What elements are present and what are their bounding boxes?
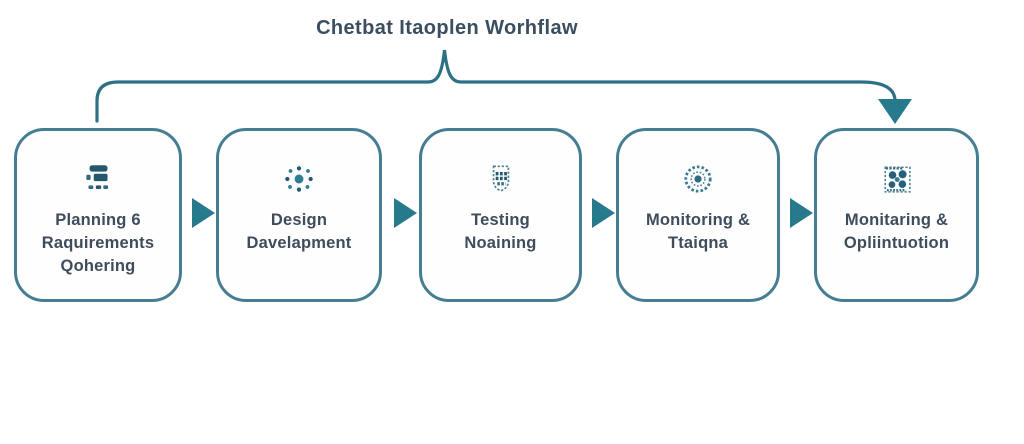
dotted-ring-icon (680, 159, 716, 199)
step-label: Testing Noaining (464, 209, 536, 255)
arrowhead-right-icon (592, 198, 615, 228)
arrowhead-right-icon (394, 198, 417, 228)
step-card-monitoring: Monitoring & Ttaiqna (616, 128, 780, 302)
step-label-line: Noaining (464, 234, 537, 252)
step-label-line: Monitaring & (844, 211, 949, 229)
step-label-line: Opliintuotion (843, 234, 950, 252)
clipboard-list-icon (80, 159, 116, 199)
arrowhead-right-icon (192, 198, 215, 228)
bracket-line (95, 49, 897, 123)
step-label-line: Davelapment (246, 234, 352, 252)
step-label-line: Qohering (60, 257, 136, 275)
blob-grid-icon (878, 159, 916, 199)
step-label-line: Raquirements (41, 234, 155, 252)
step-label: Monitaring & Opliintuotion (844, 209, 949, 255)
step-label-line: Monitoring & (645, 211, 751, 229)
arrowhead-down-icon (878, 99, 912, 124)
arrowhead-right-icon (790, 198, 813, 228)
step-label-line: Ttaiqna (667, 234, 729, 252)
step-card-optimization: Monitaring & Opliintuotion (814, 128, 979, 302)
step-card-planning: Planning 6 Raquirements Qohering (14, 128, 182, 302)
step-label: Planning 6 Raquirements Qohering (42, 209, 154, 278)
step-label-line: Design (270, 211, 328, 229)
step-label: Design Davelapment (247, 209, 352, 255)
step-card-testing: Testing Noaining (419, 128, 582, 302)
shield-rows-icon (483, 159, 519, 199)
diagram-title: Chetbat Itaoplen Worhflaw (316, 17, 578, 39)
dots-cluster-icon (281, 159, 317, 199)
step-label-line: Testing (471, 211, 530, 229)
step-label: Monitoring & Ttaiqna (646, 209, 750, 255)
step-card-design: Design Davelapment (216, 128, 382, 302)
step-label-line: Planning 6 (55, 211, 141, 229)
